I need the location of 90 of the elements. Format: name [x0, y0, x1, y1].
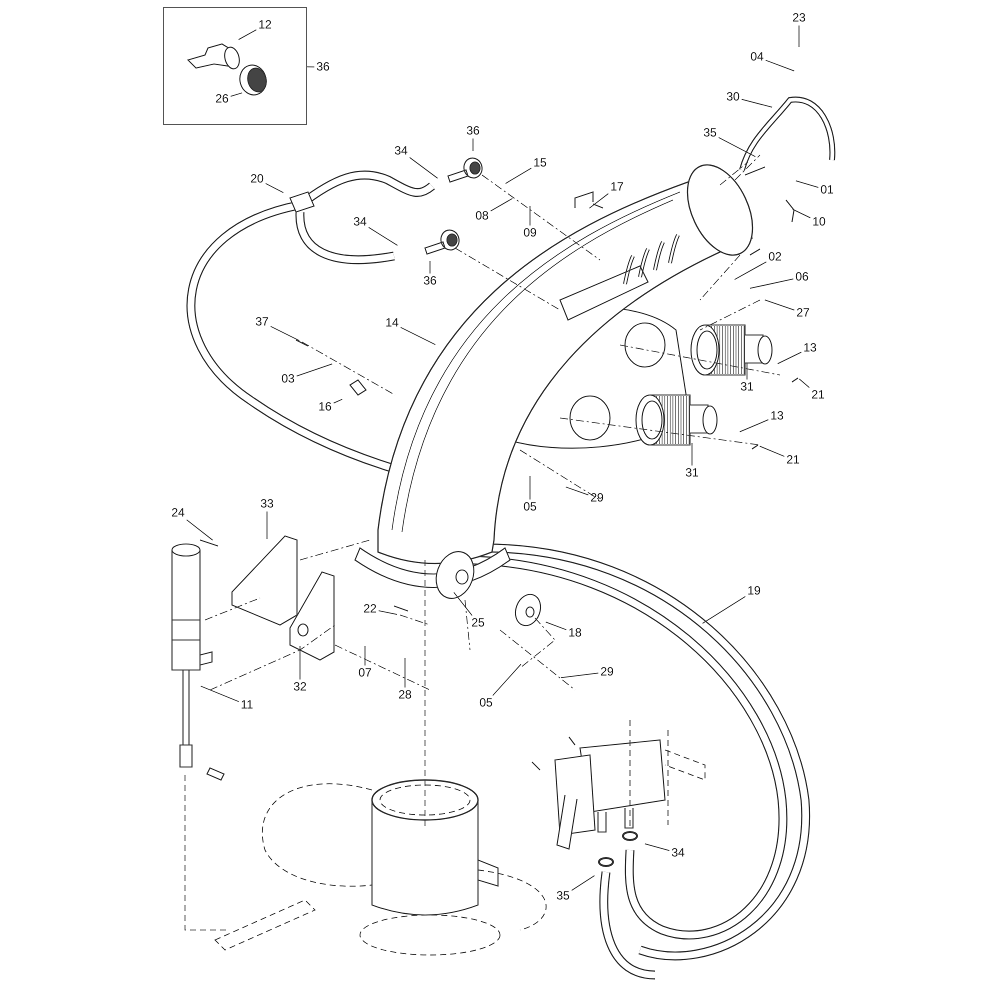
callout-number: 34: [352, 216, 368, 228]
callout-number: 12: [257, 18, 273, 32]
leader-line: [200, 686, 240, 702]
callout-number: 35: [555, 890, 571, 902]
inset-frame: [163, 7, 307, 125]
callout-number: 26: [214, 92, 230, 106]
leader-line: [749, 278, 794, 289]
callout-number: 30: [725, 90, 741, 104]
leader-line: [453, 592, 473, 616]
leader-line: [230, 92, 243, 97]
leader-line: [364, 646, 366, 666]
leader-line: [739, 419, 769, 432]
leader-line: [759, 446, 785, 457]
leader-line: [734, 261, 767, 280]
callout-number: 13: [769, 410, 785, 422]
callout-number: 10: [811, 216, 827, 228]
leader-line: [266, 511, 268, 540]
callout-number: 04: [749, 50, 765, 64]
callout-number: 01: [819, 184, 835, 196]
callout-number: 13: [802, 342, 818, 354]
callout-number: 27: [795, 306, 811, 320]
leader-line: [400, 326, 436, 346]
leader-line: [795, 180, 819, 188]
callout-number: 08: [474, 210, 490, 222]
callout-number: 34: [393, 144, 409, 158]
callout-number: 19: [746, 584, 762, 598]
callout-number: 28: [397, 688, 413, 702]
leader-line: [702, 596, 746, 624]
callout-number: 23: [791, 12, 807, 24]
callout-number: 11: [240, 698, 254, 712]
leader-line: [404, 658, 406, 688]
leader-line: [741, 98, 773, 108]
leader-line: [718, 137, 756, 158]
callout-number: 15: [532, 156, 548, 170]
callout-number: 17: [609, 180, 625, 194]
leader-line: [764, 300, 795, 310]
callout-number: 31: [739, 380, 755, 394]
leader-line: [798, 25, 800, 48]
callout-number: 20: [249, 172, 265, 186]
leader-line: [588, 193, 609, 209]
leader-line: [765, 60, 795, 72]
leader-line: [746, 362, 748, 380]
leader-line: [792, 208, 811, 218]
leader-line: [265, 183, 284, 194]
leader-line: [296, 364, 333, 376]
callout-number: 24: [170, 506, 186, 520]
callout-number: 36: [422, 274, 438, 288]
callout-number: 33: [259, 498, 275, 510]
leader-line: [565, 486, 589, 496]
leader-line: [368, 226, 398, 246]
leader-line: [306, 66, 315, 68]
leader-line: [560, 672, 599, 678]
leader-line: [270, 326, 300, 342]
callout-number: 32: [292, 680, 308, 694]
callout-number: 09: [522, 226, 538, 240]
callout-number: 07: [357, 666, 373, 680]
leader-line: [505, 168, 532, 184]
callout-number: 22: [362, 602, 378, 616]
leader-line: [238, 29, 257, 40]
callout-number: 29: [589, 492, 605, 504]
leader-line: [777, 352, 802, 364]
callout-number: 21: [785, 454, 801, 466]
callout-number: 06: [794, 270, 810, 284]
leader-line: [333, 398, 343, 404]
leader-line: [798, 378, 810, 388]
callout-number: 02: [767, 250, 783, 264]
callout-number: 29: [599, 666, 615, 678]
leader-line: [409, 157, 438, 179]
leader-line: [490, 198, 513, 212]
leader-line: [644, 843, 670, 852]
leader-line: [472, 138, 474, 152]
callout-number: 37: [254, 316, 270, 328]
callout-number: 14: [384, 316, 400, 330]
callout-number: 05: [478, 696, 494, 710]
leader-line: [545, 622, 567, 630]
callout-number: 25: [470, 616, 486, 630]
callout-number: 36: [465, 124, 481, 138]
leader-line: [571, 875, 595, 891]
leader-line: [378, 610, 398, 615]
callout-number: 16: [317, 400, 333, 414]
callout-number: 35: [702, 126, 718, 140]
callout-number: 03: [280, 372, 296, 386]
leader-line: [492, 664, 522, 696]
callout-number: 34: [670, 846, 686, 860]
callout-number: 31: [684, 466, 700, 480]
callout-number: 18: [567, 626, 583, 640]
callout-number: 21: [810, 388, 826, 402]
callout-number: 36: [315, 60, 331, 74]
leader-line: [186, 519, 214, 541]
callout-number: 05: [522, 500, 538, 514]
